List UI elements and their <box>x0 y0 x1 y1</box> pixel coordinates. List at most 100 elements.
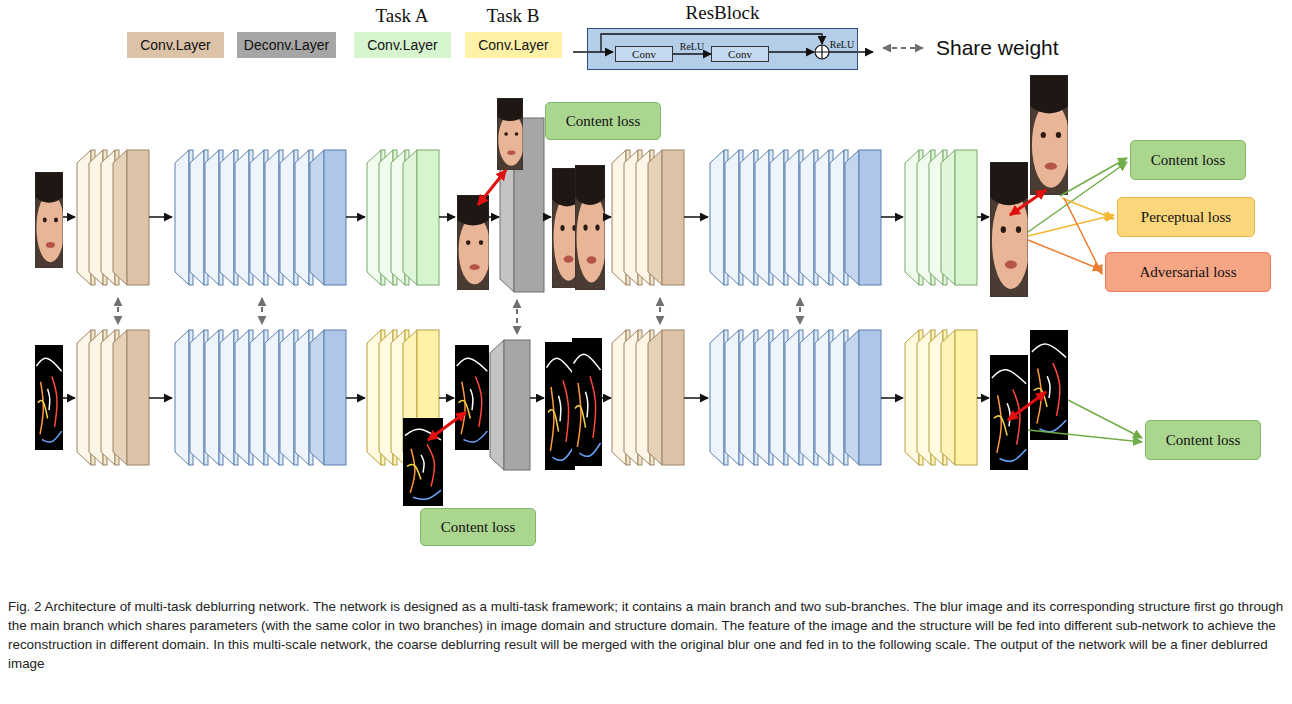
edge-label: ReLU <box>680 41 704 52</box>
layer-stack <box>710 150 881 285</box>
eye <box>479 240 483 245</box>
layer-side <box>845 330 859 465</box>
layer-side <box>205 150 219 285</box>
eye <box>583 224 587 230</box>
image-background <box>455 345 489 450</box>
structure-image <box>35 345 63 450</box>
conv-box: Conv <box>615 46 673 62</box>
node-text: Content loss <box>1166 431 1241 449</box>
layer-side <box>190 330 204 465</box>
structure-edge <box>36 358 61 371</box>
node-text: Perceptual loss <box>1141 208 1231 226</box>
layer-side <box>800 150 814 285</box>
share-weight-arrow <box>117 298 119 324</box>
layer-front <box>662 150 684 285</box>
figure-caption: Fig. 2 Architecture of multi-task deblur… <box>8 597 1284 673</box>
flow-arrow <box>573 51 613 52</box>
structure-image <box>455 345 489 450</box>
structure-edge <box>461 382 465 435</box>
layer-stack <box>612 150 684 285</box>
structure-edge <box>427 444 434 486</box>
structure-edge <box>1032 344 1066 358</box>
eye <box>54 218 58 223</box>
loss-arrow <box>1068 400 1142 438</box>
layer-stack <box>77 330 149 465</box>
loss-box: Adversarial loss <box>1105 252 1271 292</box>
layer-side <box>113 330 127 465</box>
node-text: Content loss <box>441 518 516 536</box>
block-title: ResBlock <box>686 2 760 24</box>
flow-arrow <box>489 216 499 218</box>
flow-arrow <box>346 216 365 218</box>
mouth <box>507 151 515 155</box>
layer-side <box>941 150 955 285</box>
hair <box>575 165 605 205</box>
layer-front <box>324 150 346 285</box>
face-skin <box>498 114 523 166</box>
face-image <box>497 98 523 170</box>
layer-side <box>235 150 249 285</box>
structure-edge <box>997 395 1001 453</box>
layer-stack <box>905 150 977 285</box>
image-background <box>990 355 1028 470</box>
layer-side <box>175 330 189 465</box>
share-weight-arrow <box>516 300 518 334</box>
eye <box>1016 226 1021 233</box>
layer-front <box>955 150 977 285</box>
flow-arrow <box>684 397 708 399</box>
layer-side <box>190 150 204 285</box>
face-skin <box>36 193 63 262</box>
mouth <box>1005 261 1017 269</box>
legend-item: Conv.Layer <box>465 32 562 58</box>
flow-arrow <box>602 397 611 399</box>
legend-swatch: Conv.Layer <box>127 32 224 58</box>
layer-side <box>280 150 294 285</box>
layer-side <box>265 150 279 285</box>
eye <box>504 132 508 136</box>
structure-image <box>572 338 602 466</box>
layer-side <box>941 330 955 465</box>
eye <box>560 225 564 231</box>
hair <box>990 162 1028 205</box>
layer-side <box>815 330 829 465</box>
layer-side <box>770 330 784 465</box>
structure-edge <box>575 406 586 428</box>
layer-front <box>662 330 684 465</box>
structure-edge <box>421 455 424 473</box>
eye <box>466 240 470 245</box>
layer-side <box>725 150 739 285</box>
loss-arrow <box>1028 430 1142 442</box>
layer-front <box>127 150 149 285</box>
comparison-arrow <box>428 412 466 440</box>
structure-edge <box>1053 363 1060 416</box>
layer-stack <box>905 330 977 465</box>
structure-edge <box>48 389 50 410</box>
layer-side <box>175 150 189 285</box>
layer-stack <box>710 330 881 465</box>
legend-item: Conv.Layer <box>127 32 224 58</box>
share-weight-sample <box>883 47 923 49</box>
eye <box>595 224 599 230</box>
layer-side <box>113 150 127 285</box>
eye <box>1056 132 1061 138</box>
structure-edge <box>457 358 488 371</box>
loss-box: Perceptual loss <box>1117 197 1255 237</box>
structure-edge <box>577 383 581 447</box>
flow-arrow <box>544 216 551 218</box>
mouth <box>1045 163 1057 170</box>
mouth <box>587 256 597 264</box>
structure-edge <box>470 389 473 410</box>
mouth <box>469 264 479 270</box>
layer-side <box>725 330 739 465</box>
structure-edge <box>407 465 421 480</box>
legend-item: Share weight <box>880 36 1059 60</box>
layer-side <box>295 330 309 465</box>
layer-front <box>955 330 977 465</box>
flow-arrow <box>684 216 708 218</box>
flow-arrow <box>439 216 455 218</box>
structure-edge <box>580 443 601 456</box>
layer-front <box>417 150 439 285</box>
loss-arrow <box>1028 162 1127 232</box>
structure-edge <box>40 382 43 435</box>
structure-edge <box>1040 420 1067 432</box>
